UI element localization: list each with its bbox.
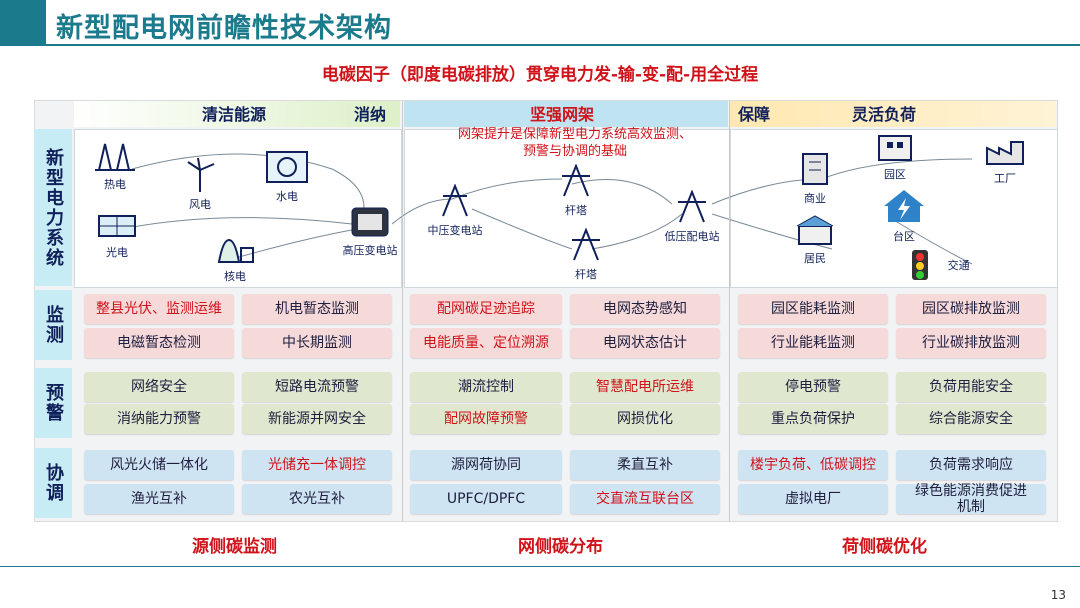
cell-warn-mid-3: 配网故障预警 xyxy=(410,404,562,434)
cell-warn-mid-2: 智慧配电所运维 xyxy=(570,372,720,402)
subtitle: 电碳因子（即度电碳排放）贯穿电力发-输-变-配-用全过程 xyxy=(321,65,759,85)
low-voltage-distribution-icon: 低压配电站 xyxy=(662,189,722,244)
cell-monitor-left-3: 电磁暂态检测 xyxy=(84,328,234,358)
wind-power-icon: 风电 xyxy=(175,157,225,212)
footer-rule xyxy=(0,566,1080,567)
page-number: 13 xyxy=(1050,588,1066,602)
commercial-icon: 商业 xyxy=(790,152,840,206)
cell-warn-mid-1: 潮流控制 xyxy=(410,372,562,402)
cell-coord-left-1: 风光火储一体化 xyxy=(84,450,234,480)
cell-warn-left-3: 消纳能力预警 xyxy=(84,404,234,434)
distribution-area-icon: 台区 xyxy=(876,188,932,244)
cell-coord-right-2: 负荷需求响应 xyxy=(896,450,1046,480)
solar-power-icon: 光电 xyxy=(92,210,142,260)
cell-monitor-right-4: 行业碳排放监测 xyxy=(896,328,1046,358)
cell-coord-right-1: 楼宇负荷、低碳调控 xyxy=(738,450,888,480)
column-divider-2 xyxy=(729,101,730,521)
cell-warn-right-2: 负荷用能安全 xyxy=(896,372,1046,402)
page-title: 新型配电网前瞻性技术架构 xyxy=(56,13,392,44)
cell-warn-left-4: 新能源并网安全 xyxy=(242,404,392,434)
right-header-band xyxy=(730,101,1056,127)
column-divider-1 xyxy=(402,101,403,521)
cell-monitor-mid-1: 配网碳足迹追踪 xyxy=(410,294,562,324)
bottom-label-grid: 网侧碳分布 xyxy=(518,537,603,557)
medium-voltage-substation-icon: 中压变电站 xyxy=(425,183,485,238)
cell-monitor-mid-4: 电网状态估计 xyxy=(570,328,720,358)
pylon-icon-1: 杆塔 xyxy=(548,163,604,218)
cell-coord-left-4: 农光互补 xyxy=(242,484,392,514)
cell-coord-left-2: 光储充一体调控 xyxy=(242,450,392,480)
traffic-icon: 交通 xyxy=(900,250,980,280)
cell-monitor-left-2: 机电暂态监测 xyxy=(242,294,392,324)
nuclear-power-icon: 核电 xyxy=(210,234,260,284)
bottom-label-load: 荷侧碳优化 xyxy=(842,537,927,557)
header-flexible-load: 灵活负荷 xyxy=(852,105,917,124)
left-header-band xyxy=(74,101,400,127)
bottom-label-source: 源侧碳监测 xyxy=(192,537,277,557)
header-strong-grid: 坚强网架 xyxy=(530,105,595,124)
cell-monitor-right-2: 园区碳排放监测 xyxy=(896,294,1046,324)
header-clean-energy: 清洁能源 xyxy=(202,105,267,124)
cell-warn-right-4: 综合能源安全 xyxy=(896,404,1046,434)
cell-monitor-right-1: 园区能耗监测 xyxy=(738,294,888,324)
header-guarantee: 保障 xyxy=(738,105,771,124)
cell-coord-mid-3: UPFC/DPFC xyxy=(410,484,562,514)
title-accent-bar xyxy=(0,0,46,46)
hydro-power-icon: 水电 xyxy=(262,150,312,204)
cell-monitor-mid-2: 电网态势感知 xyxy=(570,294,720,324)
middle-header-band xyxy=(404,101,728,127)
high-voltage-substation-icon: 高压变电站 xyxy=(340,206,400,258)
cell-warn-left-2: 短路电流预警 xyxy=(242,372,392,402)
pylon-icon-2: 杆塔 xyxy=(558,227,614,282)
cell-coord-mid-1: 源网荷协同 xyxy=(410,450,562,480)
header-consumption: 消纳 xyxy=(354,105,387,124)
cell-coord-mid-2: 柔直互补 xyxy=(570,450,720,480)
cell-coord-left-3: 渔光互补 xyxy=(84,484,234,514)
grid-note: 网架提升是保障新型电力系统高效监测、预警与协调的基础 xyxy=(457,127,692,159)
park-icon: 园区 xyxy=(870,130,920,182)
row-label-coord: 协调 xyxy=(34,448,72,518)
factory-icon: 工厂 xyxy=(980,136,1030,186)
row-label-system: 新型电力系统 xyxy=(34,129,72,286)
cell-monitor-left-1: 整县光伏、监测运维 xyxy=(84,294,234,324)
row-label-monitor: 监测 xyxy=(34,290,72,360)
title-rule xyxy=(46,44,1080,46)
cell-warn-mid-4: 网损优化 xyxy=(570,404,720,434)
cell-warn-right-1: 停电预警 xyxy=(738,372,888,402)
cell-monitor-mid-3: 电能质量、定位溯源 xyxy=(410,328,562,358)
row-label-warn: 预警 xyxy=(34,368,72,438)
cell-coord-mid-4: 交直流互联台区 xyxy=(570,484,720,514)
cell-coord-right-4: 绿色能源消费促进机制 xyxy=(896,483,1046,515)
cell-monitor-left-4: 中长期监测 xyxy=(242,328,392,358)
diagram-middle xyxy=(404,129,730,288)
cell-warn-right-3: 重点负荷保护 xyxy=(738,404,888,434)
cell-coord-right-3: 虚拟电厂 xyxy=(738,484,888,514)
residential-icon: 居民 xyxy=(790,214,840,266)
cell-monitor-right-3: 行业能耗监测 xyxy=(738,328,888,358)
thermal-power-icon: 热电 xyxy=(90,138,140,192)
cell-warn-left-1: 网络安全 xyxy=(84,372,234,402)
